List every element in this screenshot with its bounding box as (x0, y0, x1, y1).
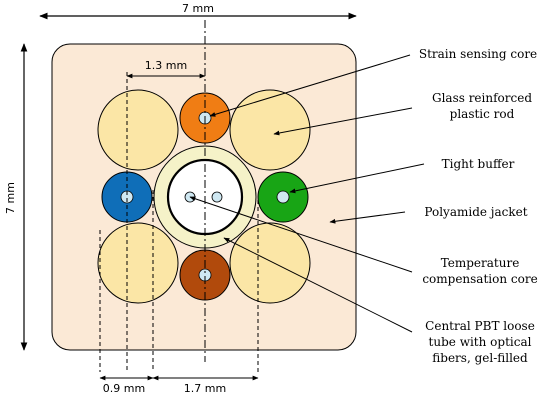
grp-rod-top-left (97, 89, 179, 171)
label-temp-core-line2: compensation core (422, 272, 537, 286)
tight-buffer-green-fiber (276, 190, 290, 204)
label-tight-buffer: Tight buffer (442, 157, 515, 171)
label-strain-sensing-core: Strain sensing core (419, 47, 537, 61)
offset-top-label: 1.3 mm (145, 59, 187, 72)
label-grp-rod-line2: plastic rod (450, 107, 515, 121)
label-pbt-line2: tube with optical (429, 335, 532, 349)
label-grp-rod-line1: Glass reinforced (432, 91, 532, 105)
optical-fiber-2 (211, 191, 223, 203)
width-dimension-label: 7 mm (182, 2, 214, 15)
label-pbt-line3: fibers, gel-filled (432, 351, 528, 365)
height-dimension-label: 7 mm (4, 182, 17, 214)
leader-temp-core (189, 196, 413, 273)
leader-grp-rod (273, 107, 413, 136)
leader-strain-core (209, 54, 411, 117)
offset-left-label: 0.9 mm (103, 382, 145, 395)
offset-center-label: 1.7 mm (184, 382, 226, 395)
grp-rod-bottom-left (97, 222, 179, 304)
label-temp-core-line1: Temperature (441, 256, 520, 270)
leader-pbt-tube (223, 237, 413, 333)
label-polyamide-jacket: Polyamide jacket (424, 205, 527, 219)
grp-rod-top-right (229, 89, 311, 171)
label-pbt-line1: Central PBT loose (425, 319, 535, 333)
leader-polyamide-jacket (329, 211, 406, 224)
leader-tight-buffer (289, 163, 425, 194)
grp-rod-bottom-right (229, 222, 311, 304)
